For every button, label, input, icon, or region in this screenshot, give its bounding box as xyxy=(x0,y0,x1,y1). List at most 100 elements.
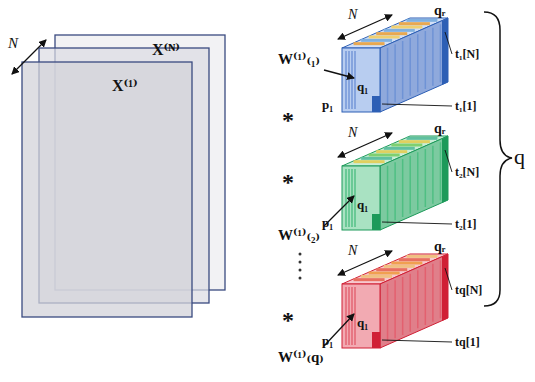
slice-stripe xyxy=(354,42,385,45)
operator-symbol: * xyxy=(282,108,294,132)
front-strip xyxy=(354,51,355,109)
tensor-label: X⁽ᴺ⁾ xyxy=(152,42,180,58)
block-front xyxy=(342,48,380,112)
leader-line xyxy=(382,340,452,342)
last-slice xyxy=(442,254,448,321)
slice-edge xyxy=(409,156,411,214)
slice-label: t₂[1] xyxy=(455,218,477,230)
front-strip xyxy=(345,287,346,345)
slice-stripe xyxy=(406,19,437,22)
slice-edge xyxy=(394,162,396,220)
slice-edge xyxy=(425,267,427,325)
block-side xyxy=(380,136,448,230)
slice-label: tq[N] xyxy=(455,284,482,296)
last-slice xyxy=(442,136,448,203)
slice-stripe xyxy=(399,22,430,25)
front-strip xyxy=(345,169,346,227)
first-slice xyxy=(372,214,380,230)
slice-edge xyxy=(440,142,442,200)
slice-edge xyxy=(394,280,396,338)
slice-edge xyxy=(432,146,434,204)
operator-symbol: * xyxy=(282,308,294,332)
block-side xyxy=(380,254,448,348)
slice-stripe xyxy=(369,272,400,275)
slice-edge xyxy=(417,34,419,92)
dimension-label: q₁ xyxy=(357,316,368,329)
slice-stripe xyxy=(376,150,407,153)
weight-label: W⁽¹⁾₍q₎ xyxy=(278,350,324,365)
slice-edge xyxy=(387,48,389,106)
slice-stripe xyxy=(361,39,392,42)
block-front xyxy=(342,166,380,230)
slice-label: tq[1] xyxy=(455,336,480,348)
front-strip xyxy=(351,51,352,109)
slice-stripe xyxy=(406,137,437,140)
dimension-label: N xyxy=(348,126,357,140)
depth-arrow xyxy=(338,15,392,39)
dimension-label: p₁ xyxy=(322,216,333,229)
block-front xyxy=(342,284,380,348)
slice-edge xyxy=(417,270,419,328)
depth-arrow xyxy=(338,251,392,275)
ellipsis-dots xyxy=(299,253,302,280)
slice-label: t₂[N] xyxy=(455,166,479,178)
slice-stripe xyxy=(361,275,392,278)
slice-edge xyxy=(402,277,404,335)
dimension-label: qᵣ xyxy=(434,240,445,254)
slice-stripe xyxy=(384,29,415,32)
slice-stripe xyxy=(399,140,430,143)
dimension-label: qᵣ xyxy=(434,122,445,136)
slice-edge xyxy=(394,44,396,102)
weight-label: W⁽¹⁾₍₁₎ xyxy=(278,52,320,67)
slice-front xyxy=(22,62,192,317)
slice-edge xyxy=(387,284,389,342)
front-strip xyxy=(348,287,349,345)
slice-stripe xyxy=(369,36,400,39)
tensor-label: X⁽¹⁾ xyxy=(112,78,138,94)
front-strip xyxy=(354,169,355,227)
front-strip xyxy=(348,169,349,227)
slice-edge xyxy=(387,166,389,224)
block-side xyxy=(380,18,448,112)
slice-edge xyxy=(432,264,434,322)
dimension-label: N xyxy=(8,36,18,51)
filter-block xyxy=(324,133,452,230)
depth-arrow xyxy=(338,133,392,157)
slice-stripe xyxy=(361,157,392,160)
slice-stripe xyxy=(391,144,422,147)
front-strip xyxy=(354,287,355,345)
slice-stripe xyxy=(384,147,415,150)
slice-edge xyxy=(425,31,427,89)
slice-label: t₁[N] xyxy=(455,48,479,60)
slice-edge xyxy=(417,152,419,210)
leader-line xyxy=(445,268,452,290)
dimension-label: p₁ xyxy=(322,334,333,347)
slice-edge xyxy=(409,274,411,332)
last-slice xyxy=(442,18,448,85)
slice-edge xyxy=(440,24,442,82)
weight-label: W⁽¹⁾₍₂₎ xyxy=(278,228,320,243)
slice-stripe xyxy=(376,32,407,35)
leader-line xyxy=(445,32,452,54)
filter-block xyxy=(324,15,452,112)
slice-stripe xyxy=(391,262,422,265)
slice-edge xyxy=(425,149,427,207)
brace xyxy=(484,12,512,306)
slice-stripe xyxy=(391,26,422,29)
leader-line xyxy=(382,104,452,106)
slice-edge xyxy=(409,38,411,96)
operator-symbol: * xyxy=(282,170,294,194)
filter-block xyxy=(324,251,452,348)
first-slice xyxy=(372,96,380,112)
leader-line xyxy=(382,222,452,224)
slice-stripe xyxy=(399,258,430,261)
slice-edge xyxy=(440,260,442,318)
slice-edge xyxy=(402,159,404,217)
slice-stripe xyxy=(376,268,407,271)
dimension-label: q₁ xyxy=(357,198,368,211)
slice-edge xyxy=(402,41,404,99)
slice-label: t₁[1] xyxy=(455,100,477,112)
dimension-label: p₁ xyxy=(322,98,333,111)
